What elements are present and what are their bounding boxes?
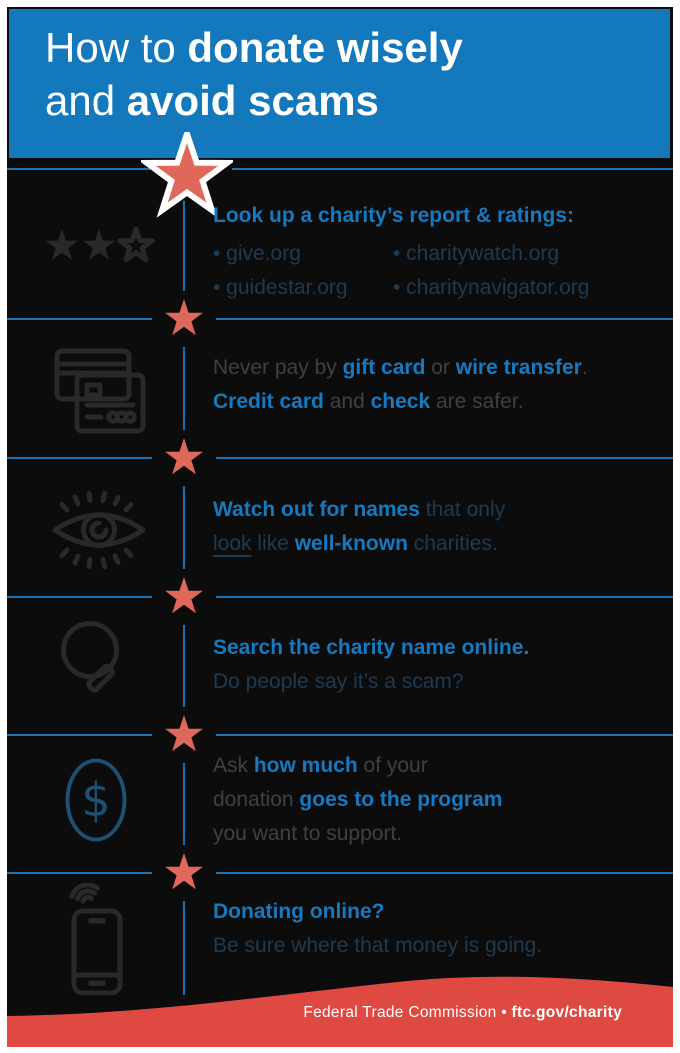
tip-ratings: Look up a charity’s report & ratings: • … xyxy=(213,201,589,305)
title-line-1: How to donate wisely xyxy=(45,24,463,71)
star-rating-icon xyxy=(45,226,155,263)
tip-line: Credit card and check are safer. xyxy=(213,390,524,413)
infographic-body: How to donate wisely and avoid scams xyxy=(7,7,673,1047)
star-icon xyxy=(152,569,216,625)
dollar-circle-icon: $ xyxy=(65,758,127,842)
charity-site-item: • charitynavigator.org xyxy=(393,276,590,299)
big-star-icon xyxy=(141,132,233,218)
tip-line: Never pay by gift card or wire transfer. xyxy=(213,356,588,379)
tip-line: Do people say it’s a scam? xyxy=(213,670,464,693)
title-line-2: and avoid scams xyxy=(45,77,379,124)
tip-line: Be sure where that money is going. xyxy=(213,934,543,957)
eye-icon xyxy=(52,491,146,569)
tip-payment: Never pay by gift card or wire transfer.… xyxy=(213,351,588,419)
footer-wave xyxy=(7,976,673,1047)
magnifying-glass-icon xyxy=(61,621,119,693)
footer-attribution: Federal Trade Commission • ftc.gov/chari… xyxy=(303,1004,622,1021)
tip-line: Donating online? xyxy=(213,900,385,923)
tip-line: Ask how much of your xyxy=(213,754,428,777)
divider-line xyxy=(7,596,673,598)
tip-names: Watch out for names that only look like … xyxy=(213,493,505,561)
star-icon xyxy=(152,291,216,347)
charity-site-item: • give.org xyxy=(213,242,301,265)
divider-line xyxy=(7,457,673,459)
tip-heading: Look up a charity’s report & ratings: xyxy=(213,204,574,227)
svg-text:$: $ xyxy=(81,773,110,827)
divider-line xyxy=(7,872,673,874)
star-icon xyxy=(152,707,216,763)
divider-line xyxy=(7,168,673,170)
divider-line xyxy=(7,318,673,320)
tip-search: Search the charity name online. Do peopl… xyxy=(213,631,529,699)
tip-line: donation goes to the program xyxy=(213,788,503,811)
tip-donation: Ask how much of your donation goes to th… xyxy=(213,749,502,851)
charity-site-item: • guidestar.org xyxy=(213,276,348,299)
credit-cards-icon xyxy=(54,348,146,434)
tip-line: you want to support. xyxy=(213,822,403,845)
divider-line xyxy=(7,734,673,736)
tip-line: Watch out for names that only xyxy=(213,498,506,521)
header-banner: How to donate wisely and avoid scams xyxy=(9,9,670,158)
tip-line: look like well-known charities. xyxy=(213,532,498,555)
tip-line: Search the charity name online. xyxy=(213,636,530,659)
tip-online: Donating online? Be sure where that mone… xyxy=(213,895,542,963)
star-icon xyxy=(152,845,216,901)
charity-site-item: • charitywatch.org xyxy=(393,242,560,265)
charity-rating-sites-list: • give.org • charitywatch.org • guidestar.… xyxy=(213,237,589,305)
page-title: How to donate wisely and avoid scams xyxy=(45,21,463,127)
star-icon xyxy=(152,430,216,486)
smartphone-donation-icon xyxy=(69,883,123,995)
